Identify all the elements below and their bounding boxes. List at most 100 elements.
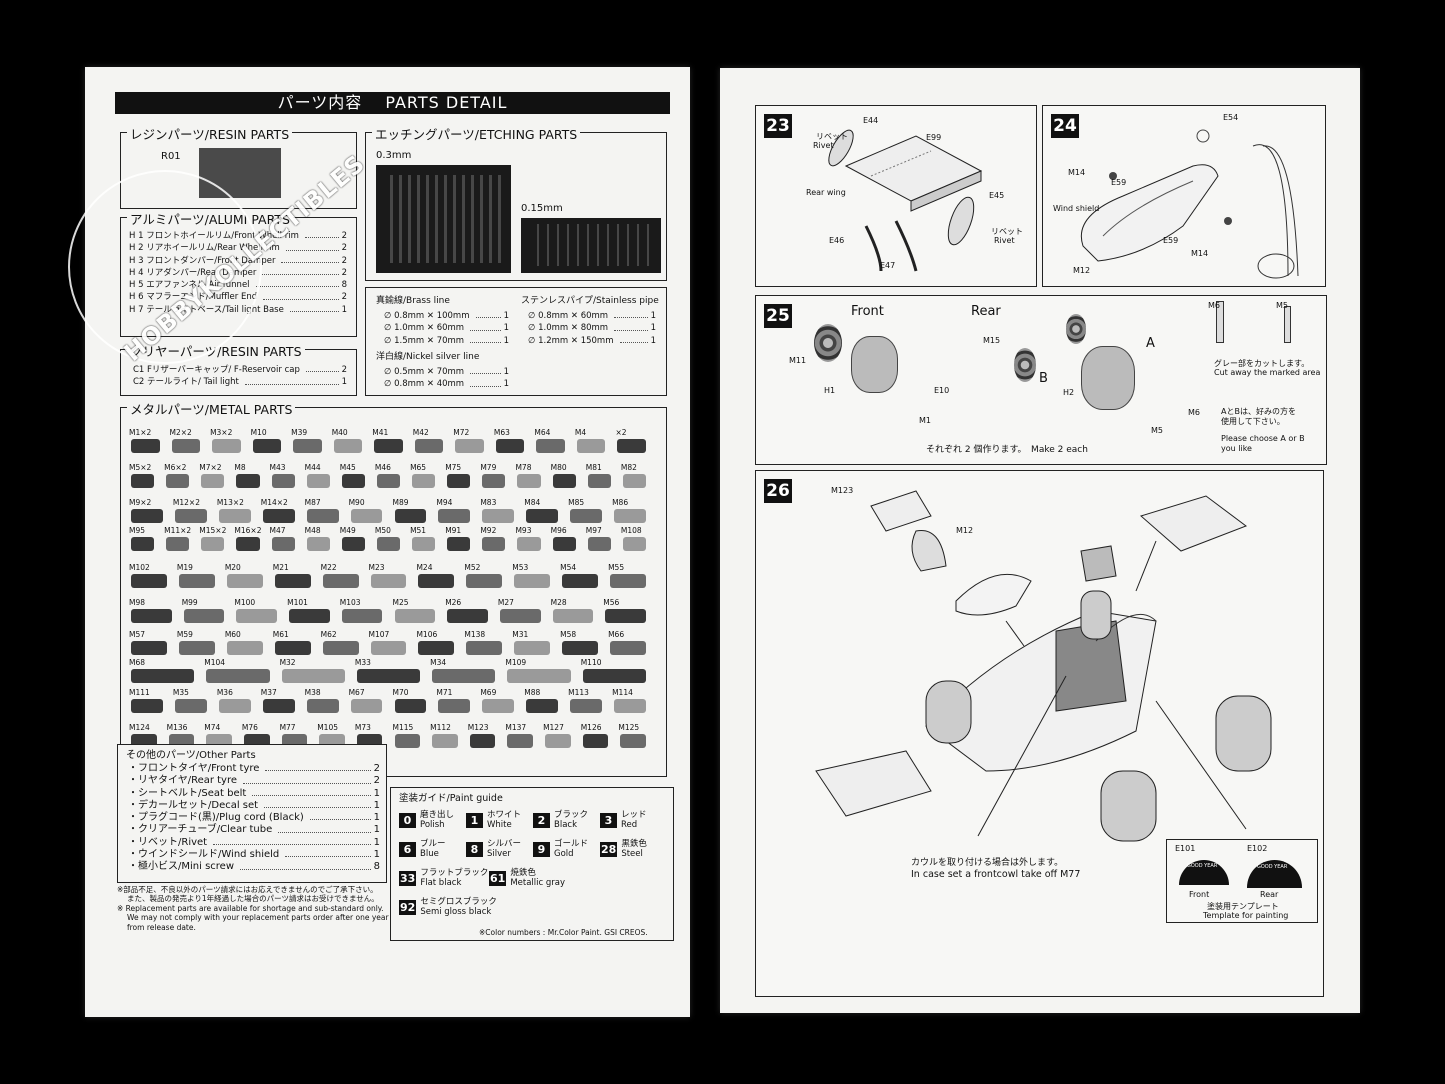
metal-part-label: M90 [348, 498, 365, 507]
metal-part-image [526, 509, 559, 523]
metal-part-label: M71 [436, 688, 453, 697]
metal-part-label: M4 [574, 428, 587, 437]
metal-part-image [482, 474, 506, 488]
metal-part-image [374, 439, 403, 453]
metal-part-label: M72 [453, 428, 470, 437]
label-wind-shield: Wind shield [1053, 204, 1100, 213]
metal-part-label: M84 [524, 498, 541, 507]
metal-part-label: M26 [445, 598, 462, 607]
metal-part-image [412, 537, 436, 551]
metal-part-image [620, 734, 646, 748]
metal-part-image [605, 609, 646, 623]
metal-part-image [131, 574, 167, 588]
note-line: また、製品の発売より1年経過した場合のパーツ請求はお受けできません。 [127, 894, 379, 904]
metal-part-image [432, 734, 458, 748]
step-24: 24 E54 M14 E59 Wind shield E59 M14 M12 [1042, 105, 1326, 287]
label-m11: M11 [789, 356, 807, 365]
step-23: 23 E44 E99 リベット Rivet Rear wing E45 リベット… [755, 105, 1037, 287]
assembly-instructions-page: 23 E44 E99 リベット Rivet Rear wing E45 リベット… [720, 68, 1360, 1013]
metal-part-image [252, 439, 282, 453]
metal-part-label: M138 [464, 630, 486, 639]
label-template-rear: Rear [1260, 890, 1279, 899]
label-e45: E45 [989, 191, 1005, 200]
metal-part-label: M126 [580, 723, 602, 732]
step-number: 26 [764, 479, 792, 503]
watermark-stamp: HOBBYKOLLECTIBLES [68, 149, 371, 367]
metal-part-image [166, 537, 190, 551]
resin-parts-title: レジンパーツ/RESIN PARTS [127, 124, 293, 143]
metal-part-label: M31 [512, 630, 529, 639]
metal-part-image [306, 509, 339, 523]
paint-number: 6 [399, 841, 416, 857]
metal-part-label: M48 [304, 526, 321, 535]
rear-tyre [1081, 346, 1135, 410]
metal-part-image [131, 439, 160, 453]
step-number: 25 [764, 304, 792, 328]
paint-name-ja: レッド [621, 810, 647, 820]
metal-part-label: M106 [416, 630, 438, 639]
metal-part-image [262, 509, 295, 523]
metal-part-label: M88 [524, 688, 541, 697]
metal-part-image [507, 669, 571, 683]
metal-part-label: M113 [568, 688, 589, 697]
metal-part-image [281, 669, 345, 683]
rear-wheel-rim-b [1014, 348, 1036, 382]
metal-part-image [562, 574, 599, 588]
metal-part-label: M96 [550, 526, 567, 535]
label-template-front: Front [1189, 890, 1210, 899]
metal-part-image [507, 734, 534, 748]
metal-part-label: M6×2 [164, 463, 187, 472]
metal-part-image [582, 669, 646, 683]
metal-part-image [350, 699, 383, 713]
metal-part-image [306, 699, 339, 713]
label-m123: M123 [831, 486, 854, 495]
metal-part-label: M27 [497, 598, 514, 607]
metal-part-image [183, 609, 225, 623]
note-line: ※部品不足、不良以外のパーツ請求にはお応えできませんのでご了承下さい。 [117, 885, 378, 894]
metal-part-label: M23 [368, 563, 385, 572]
metal-part-label: M22 [320, 563, 337, 572]
label-rivet-ja: リベット [816, 132, 848, 141]
metal-part-label: M16×2 [234, 526, 262, 535]
metal-part-label: M69 [480, 688, 497, 697]
metal-part-image [356, 669, 421, 683]
note-line: ※ Replacement parts are available for sh… [117, 903, 384, 913]
metal-part-label: M49 [339, 526, 356, 535]
metal-part-image [206, 669, 270, 683]
label-e46: E46 [829, 236, 845, 245]
metal-part-label: M74 [204, 723, 221, 732]
metal-part-label: M40 [331, 428, 348, 437]
metal-part-image [333, 439, 363, 453]
metal-part-image [614, 699, 646, 713]
etching-size-b: 0.15mm [521, 203, 563, 214]
metal-part-image [218, 509, 251, 523]
rear-tyre-template: GOOD YEAR [1247, 860, 1302, 888]
metal-part-image [610, 641, 646, 655]
etching-sheet-a [376, 165, 511, 273]
paint-name-ja: ホワイト [487, 810, 522, 820]
label-e47: E47 [880, 261, 896, 270]
metal-part-label: M36 [216, 688, 233, 697]
label-rivet-en: Rivet [813, 141, 834, 150]
metal-part-label: M125 [618, 723, 640, 732]
metal-part-label: M102 [129, 563, 150, 572]
metal-part-image [562, 641, 599, 655]
metal-part-image [552, 537, 576, 551]
car-assembly-diagram [815, 490, 1272, 842]
metal-part-label: M92 [480, 526, 497, 535]
metal-part-image [617, 439, 646, 453]
metal-part-image [394, 734, 421, 748]
metal-part-image [171, 439, 201, 453]
metal-part-label: M24 [416, 563, 433, 572]
label-rivet2-ja: リベット [991, 227, 1023, 236]
